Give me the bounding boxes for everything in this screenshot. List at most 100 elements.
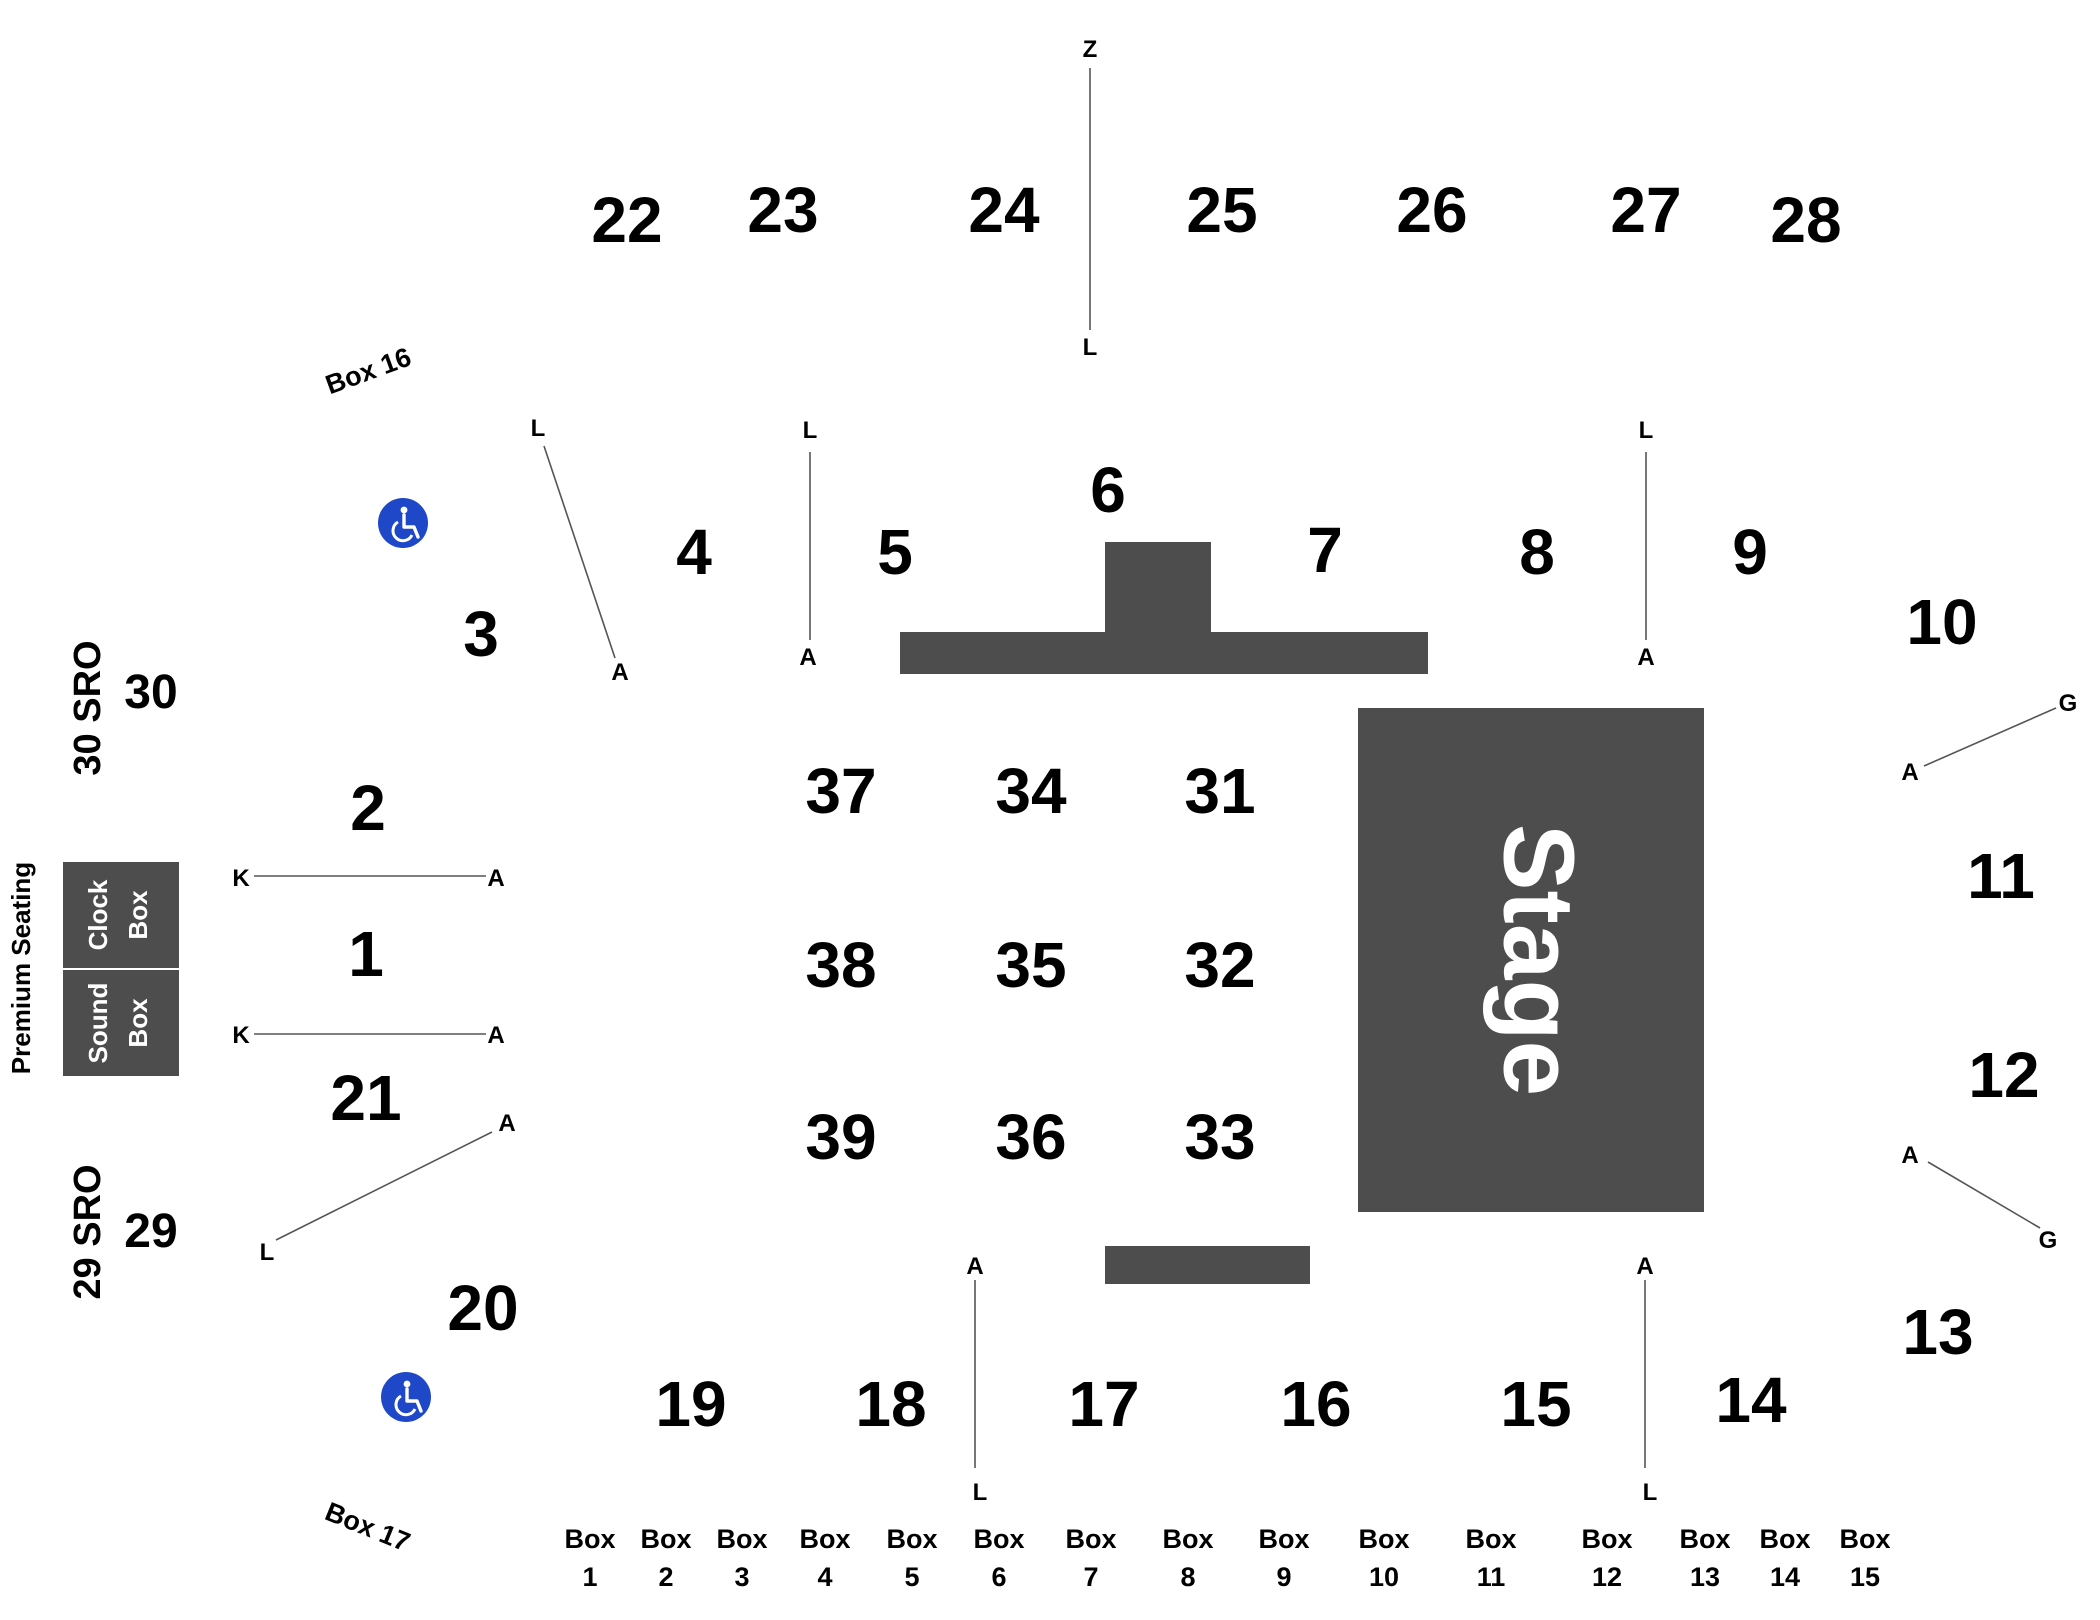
row-lines (254, 68, 2057, 1468)
box-number-label: 3 (734, 1562, 749, 1592)
section-25[interactable]: 25 (1186, 174, 1257, 246)
box-number-label: 7 (1083, 1562, 1098, 1592)
section-16[interactable]: 16 (1280, 1368, 1351, 1440)
box-number-label: 12 (1592, 1562, 1622, 1592)
box-word-label: Box (886, 1524, 937, 1554)
section-19[interactable]: 19 (655, 1368, 726, 1440)
section-9[interactable]: 9 (1732, 516, 1768, 588)
box-word-label: Box (973, 1524, 1024, 1554)
clock-box[interactable]: Clock Box (63, 862, 179, 968)
section-29[interactable]: 29 (124, 1205, 177, 1258)
section-20[interactable]: 20 (447, 1272, 518, 1344)
sound-box-label-top: Sound (83, 983, 113, 1064)
row-label: A (1636, 1253, 1653, 1280)
box-number-label: 5 (904, 1562, 919, 1592)
row-label: A (498, 1110, 515, 1137)
box-word-label: Box (1465, 1524, 1516, 1554)
wheelchair-icon (378, 498, 428, 548)
section-14[interactable]: 14 (1715, 1364, 1787, 1436)
section-34[interactable]: 34 (995, 755, 1067, 827)
box-word-label: Box (1065, 1524, 1116, 1554)
box-6[interactable]: Box 6 (973, 1524, 1024, 1592)
section-4[interactable]: 4 (676, 516, 712, 588)
section-32[interactable]: 32 (1184, 929, 1255, 1001)
section-24[interactable]: 24 (968, 174, 1040, 246)
section-12[interactable]: 12 (1968, 1039, 2039, 1111)
section-36[interactable]: 36 (995, 1101, 1066, 1173)
section-38[interactable]: 38 (805, 929, 876, 1001)
section-11[interactable]: 11 (1967, 840, 2035, 912)
section-31[interactable]: 31 (1184, 755, 1255, 827)
section-28[interactable]: 28 (1770, 184, 1841, 256)
premium-seating: Premium Seating Clock Box Sound Box (6, 862, 179, 1076)
box-12[interactable]: Box 12 (1581, 1524, 1632, 1592)
section-18[interactable]: 18 (855, 1368, 926, 1440)
section-2[interactable]: 2 (350, 772, 386, 844)
section-21[interactable]: 21 (330, 1062, 401, 1134)
section-23[interactable]: 23 (747, 174, 818, 246)
row-label: A (1637, 644, 1654, 671)
row-label: G (2059, 690, 2078, 717)
section-1[interactable]: 1 (348, 918, 384, 990)
section-8[interactable]: 8 (1519, 516, 1555, 588)
section-17[interactable]: 17 (1068, 1368, 1139, 1440)
row-label: L (260, 1239, 275, 1266)
row-label: L (1639, 417, 1654, 444)
section-5[interactable]: 5 (877, 516, 913, 588)
section-35[interactable]: 35 (995, 929, 1066, 1001)
section-39[interactable]: 39 (805, 1101, 876, 1173)
box-9[interactable]: Box 9 (1258, 1524, 1309, 1592)
box-3[interactable]: Box 3 (716, 1524, 767, 1592)
box-number-label: 2 (658, 1562, 673, 1592)
section-13[interactable]: 13 (1902, 1296, 1973, 1368)
section-6[interactable]: 6 (1090, 454, 1126, 526)
box-word-label: Box (1839, 1524, 1890, 1554)
sro-30-label[interactable]: 30 SRO (67, 640, 109, 775)
section-26[interactable]: 26 (1396, 174, 1467, 246)
sro-29-label[interactable]: 29 SRO (67, 1164, 109, 1299)
box-number-label: 9 (1276, 1562, 1291, 1592)
section-3[interactable]: 3 (463, 598, 499, 670)
box-17-label[interactable]: Box 17 (321, 1496, 414, 1557)
stage-block (1358, 708, 1704, 1212)
box-5[interactable]: Box 5 (886, 1524, 937, 1592)
box-word-label: Box (1358, 1524, 1409, 1554)
row-label: A (611, 659, 628, 686)
section-33[interactable]: 33 (1184, 1101, 1255, 1173)
section-37[interactable]: 37 (805, 755, 876, 827)
section-22[interactable]: 22 (591, 184, 662, 256)
row-label: A (966, 1253, 983, 1280)
section-15[interactable]: 15 (1500, 1368, 1571, 1440)
row-label: Z (1083, 36, 1098, 63)
box-number-label: 8 (1180, 1562, 1195, 1592)
box-number-label: 6 (991, 1562, 1006, 1592)
box-word-label: Box (716, 1524, 767, 1554)
box-word-label: Box (1581, 1524, 1632, 1554)
box-number-label: 1 (582, 1562, 597, 1592)
box-word-label: Box (1258, 1524, 1309, 1554)
box-7[interactable]: Box 7 (1065, 1524, 1116, 1592)
sound-box[interactable]: Sound Box (63, 970, 179, 1076)
box-16-label[interactable]: Box 16 (322, 342, 415, 400)
box-word-label: Box (1759, 1524, 1810, 1554)
section-30[interactable]: 30 (124, 666, 177, 719)
row-label: G (2039, 1227, 2058, 1254)
row-label: A (1901, 759, 1918, 786)
row-label: A (487, 1022, 504, 1049)
stage[interactable]: Stage (1358, 708, 1704, 1212)
section-27[interactable]: 27 (1610, 174, 1681, 246)
section-7[interactable]: 7 (1307, 514, 1343, 586)
row-label: A (799, 644, 816, 671)
sound-box-label-bottom: Box (123, 998, 153, 1048)
section-10[interactable]: 10 (1906, 586, 1977, 658)
wheelchair-icon (381, 1372, 431, 1422)
